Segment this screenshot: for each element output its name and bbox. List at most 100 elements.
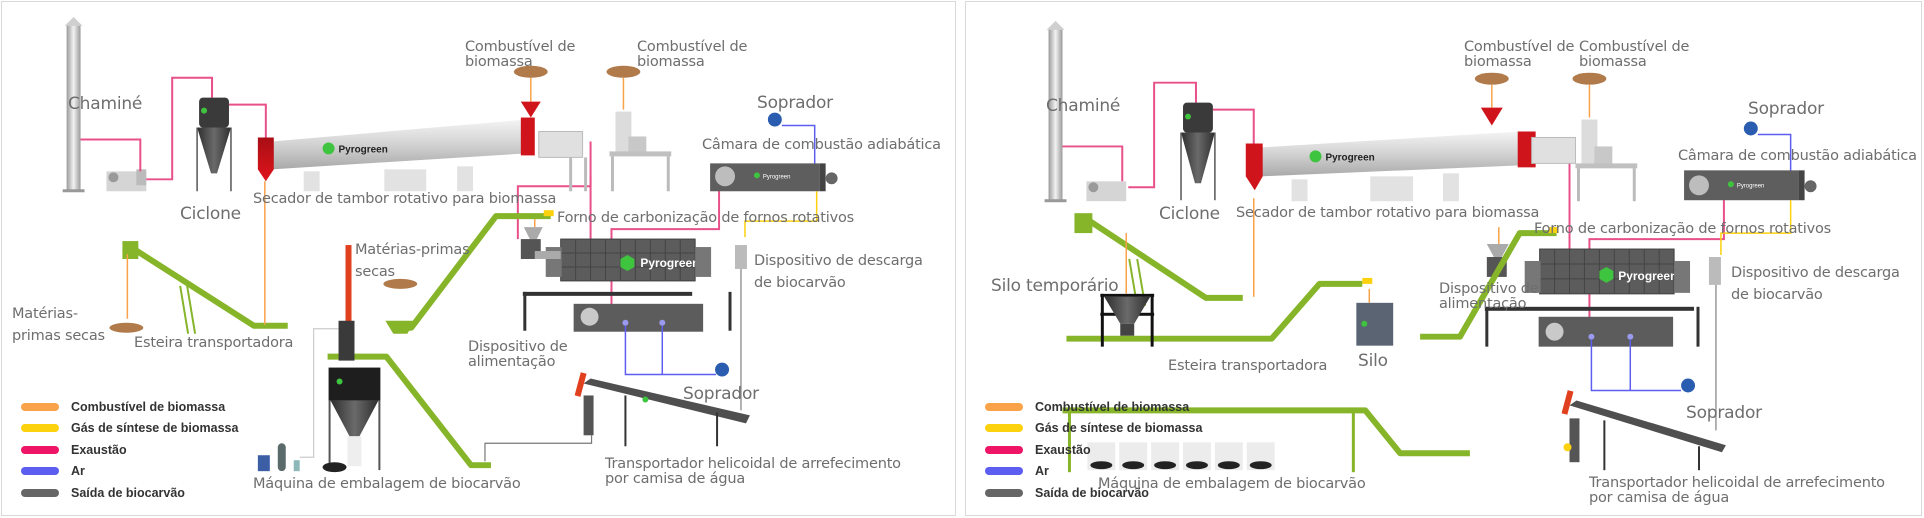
- label-rotary-dryer: Secador de tambor rotativo para biomassa: [1236, 205, 1540, 221]
- label-temporary-silo: Silo temporário: [991, 276, 1119, 296]
- dry-raw-material-pile: [109, 322, 144, 333]
- label-biochar-discharge: Dispositivo de descarga de biocarvão: [754, 253, 923, 291]
- legend-label: Saída de biocarvão: [71, 485, 185, 500]
- legend-item-air: Ar: [21, 461, 238, 483]
- cyclone: [196, 97, 232, 192]
- legend-swatch: [21, 424, 59, 433]
- legend-swatch: [21, 467, 59, 476]
- legend-swatch: [985, 488, 1023, 497]
- exhaust-fan: [1086, 181, 1127, 202]
- combustion-chamber: Pyrogreen: [1684, 170, 1817, 201]
- rotary-kiln: Pyrogreen: [522, 238, 747, 332]
- legend-swatch: [21, 488, 59, 497]
- packaging-machine: [257, 245, 381, 473]
- label-screw-cooler: Transportador helicoidal de arrefeciment…: [605, 456, 901, 487]
- svg-text:Pyrogreen: Pyrogreen: [1737, 183, 1765, 189]
- label-combustion-chamber: Câmara de combustão adiabática: [702, 137, 941, 153]
- process-diagram-right: Pyrogreen Pyrogree: [965, 1, 1922, 516]
- svg-text:Pyrogreen: Pyrogreen: [339, 144, 388, 155]
- label-feeder-device: Dispositivo de alimentação: [1439, 281, 1539, 312]
- packaging-stations: [1087, 442, 1275, 471]
- diagram-right-graphics: Pyrogreen Pyrogree: [1044, 20, 1817, 473]
- legend-label: Saída de biocarvão: [1035, 485, 1149, 500]
- label-rotary-dryer: Secador de tambor rotativo para biomassa: [253, 191, 557, 207]
- label-cyclone: Ciclone: [180, 204, 241, 224]
- label-biochar-discharge: Dispositivo de descarga de biocarvão: [1731, 265, 1900, 303]
- label-feeder-device: Dispositivo de alimentação: [468, 339, 568, 370]
- label-screw-cooler: Transportador helicoidal de arrefeciment…: [1589, 475, 1885, 506]
- legend-swatch: [985, 424, 1023, 433]
- exhaust-fan: [106, 169, 147, 192]
- label-biomass-fuel-2: Combustível de biomassa: [1579, 39, 1690, 70]
- diagram-left-graphics: Pyrogreen: [62, 16, 838, 473]
- temporary-silo: [1100, 293, 1155, 347]
- legend-item-biochar-output: Saída de biocarvão: [21, 482, 238, 504]
- svg-text:Pyrogreen: Pyrogreen: [763, 174, 791, 180]
- label-biomass-fuel-1: Combustível de biomassa: [465, 39, 576, 70]
- label-chimney: Chaminé: [68, 94, 143, 114]
- blower-top: [1743, 121, 1792, 184]
- legend-item-syngas: Gás de síntese de biomassa: [985, 418, 1202, 440]
- legend-item-biochar-output: Saída de biocarvão: [985, 482, 1202, 504]
- label-packaging-machine: Máquina de embalagem de biocarvão: [1098, 476, 1366, 492]
- combustion-chamber: Pyrogreen: [710, 163, 838, 192]
- label-dry-raw-materials-left: Matérias-primas secas: [12, 306, 105, 344]
- label-silo: Silo: [1358, 351, 1388, 371]
- chimney: [62, 16, 85, 193]
- legend-swatch: [985, 445, 1023, 454]
- legend-label: Ar: [71, 464, 85, 479]
- label-conveyor: Esteira transportadora: [1168, 358, 1328, 374]
- silo: [1356, 277, 1394, 346]
- legend-label: Gás de síntese de biomassa: [71, 421, 239, 436]
- label-biomass-fuel-2: Combustível de biomassa: [637, 39, 748, 70]
- label-rotary-kiln: Forno de carbonização de fornos rotativo…: [557, 210, 855, 226]
- air-lines: [1590, 339, 1682, 392]
- legend-swatch: [985, 467, 1023, 476]
- label-dry-raw-materials-top: Matérias-primas secas: [355, 242, 470, 280]
- label-biomass-fuel-1: Combustível de biomassa: [1464, 39, 1575, 70]
- legend: Combustível de biomassa Gás de síntese d…: [21, 396, 238, 504]
- legend-label: Combustível de biomassa: [71, 399, 226, 414]
- svg-text:Pyrogreen: Pyrogreen: [640, 256, 699, 270]
- process-diagram-left: Pyrogreen: [1, 1, 956, 516]
- blower-top: [767, 112, 816, 174]
- legend: Combustível de biomassa Gás de síntese d…: [985, 396, 1202, 504]
- blower-bottom: [1681, 378, 1696, 393]
- legend-item-air: Ar: [985, 461, 1202, 483]
- rotary-kiln: Pyrogreen: [1484, 248, 1721, 347]
- label-rotary-kiln: Forno de carbonização de fornos rotativo…: [1534, 221, 1832, 237]
- label-conveyor: Esteira transportadora: [134, 335, 294, 351]
- label-blower-top: Soprador: [1748, 99, 1824, 119]
- legend-label: Gás de síntese de biomassa: [1035, 421, 1203, 436]
- legend-item-biomass-fuel: Combustível de biomassa: [21, 396, 238, 418]
- biomass-fuel-pile-1: [1474, 72, 1509, 126]
- legend-label: Exaustão: [1035, 442, 1091, 457]
- svg-text:Pyrogreen: Pyrogreen: [1618, 269, 1677, 283]
- label-combustion-chamber: Câmara de combustão adiabática: [1678, 148, 1917, 164]
- label-blower-bottom: Soprador: [1686, 403, 1762, 423]
- feeder-device: [520, 219, 561, 259]
- chimney: [1044, 20, 1067, 203]
- blower-bottom: [715, 362, 730, 377]
- screw-cooler: [1561, 390, 1726, 471]
- label-blower-top: Soprador: [757, 93, 833, 113]
- air-lines: [624, 325, 717, 376]
- legend-label: Combustível de biomassa: [1035, 399, 1190, 414]
- rotary-dryer-drum: Pyrogreen: [1245, 131, 1536, 202]
- label-chimney: Chaminé: [1046, 96, 1121, 116]
- legend-item-biomass-fuel: Combustível de biomassa: [985, 396, 1202, 418]
- legend-label: Exaustão: [71, 442, 127, 457]
- biomass-fuel-pile-1: [513, 65, 548, 118]
- label-blower-bottom: Soprador: [683, 384, 759, 404]
- screw-cooler: [574, 372, 750, 447]
- cyclone: [1180, 102, 1216, 201]
- legend-item-exhaust: Exaustão: [985, 439, 1202, 461]
- legend-swatch: [21, 402, 59, 411]
- biomass-fuel-pile-2: [1572, 72, 1607, 118]
- legend-swatch: [985, 402, 1023, 411]
- svg-text:Pyrogreen: Pyrogreen: [1325, 152, 1374, 163]
- legend-label: Ar: [1035, 464, 1049, 479]
- raw-material-hopper: [385, 320, 416, 334]
- burner-unit: [538, 111, 672, 192]
- label-packaging-machine: Máquina de embalagem de biocarvão: [253, 476, 521, 492]
